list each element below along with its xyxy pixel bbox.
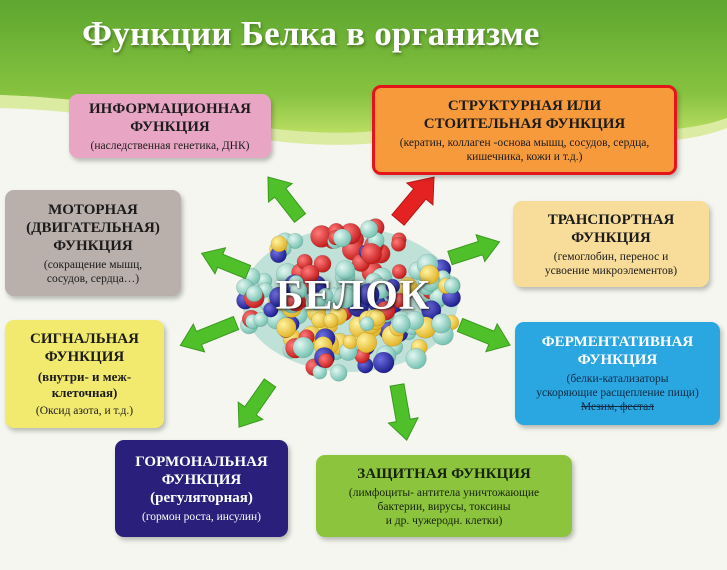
molecule-atom: [385, 278, 401, 294]
arrow-to-structural: [391, 176, 435, 226]
molecule-atom: [390, 236, 406, 252]
box-title: ЗАЩИТНАЯ ФУНКЦИЯ: [357, 465, 531, 482]
molecule-atom: [318, 353, 334, 369]
informational-function-box: ИНФОРМАЦИОННАЯ ФУНКЦИЯ (наследственная г…: [69, 94, 271, 158]
protein-molecule: [236, 218, 461, 382]
molecule-atom: [300, 264, 320, 284]
molecule-atom: [276, 317, 297, 338]
molecule-atom: [335, 260, 356, 281]
molecule-atom: [292, 336, 314, 359]
molecule-atom: [443, 277, 460, 294]
molecule-atom: [342, 334, 358, 350]
molecule-atom: [355, 332, 378, 354]
center-label: БЕЛОК: [275, 273, 431, 319]
box-description: (кератин, коллаген -основа мышц, сосудов…: [399, 136, 650, 163]
molecule-atom: [357, 283, 380, 306]
molecule-atom: [307, 292, 326, 311]
molecule-atom: [391, 314, 411, 334]
molecule-atom: [419, 264, 440, 285]
page-title: Функции Белка в организме: [82, 14, 540, 53]
box-subtitle: (внутри- и меж- клеточная): [37, 369, 132, 400]
molecule-atom: [330, 364, 348, 382]
molecule-atom: [245, 285, 263, 303]
box-description: (сокращение мышц, сосудов, сердца…): [43, 258, 143, 285]
box-description: (белки-катализаторы ускоряющие расщеплен…: [521, 372, 714, 414]
arrow-to-transport: [447, 234, 501, 266]
molecule-atom: [332, 228, 352, 248]
box-description: (гемоглобин, перенос и усвоение микроэле…: [544, 250, 678, 277]
box-description: (лимфоциты- антитела уничтожающие бактер…: [348, 486, 540, 527]
transport-function-box: ТРАНСПОРТНАЯ ФУНКЦИЯ (гемоглобин, перено…: [513, 201, 709, 287]
arrow-to-enzymatic: [456, 317, 511, 353]
molecule-atom: [263, 302, 279, 318]
molecule-atom: [323, 312, 339, 329]
box-title: МОТОРНАЯ (ДВИГАТЕЛЬНАЯ) ФУНКЦИЯ: [26, 201, 160, 254]
molecule-atom: [372, 351, 395, 374]
hormonal-function-box: ГОРМОНАЛЬНАЯ ФУНКЦИЯ (регуляторная) (гор…: [115, 440, 288, 537]
enzymatic-function-box: ФЕРМЕНТАТИВНАЯ ФУНКЦИЯ (белки-катализато…: [515, 322, 720, 425]
box-title: СТРУКТУРНАЯ ИЛИ СТОИТЕЛЬНАЯ ФУНКЦИЯ: [423, 97, 626, 132]
molecule-atom: [391, 264, 407, 280]
box-title: ТРАНСПОРТНАЯ ФУНКЦИЯ: [547, 211, 675, 246]
crossed-example: Мезим, фестал: [580, 401, 655, 413]
molecule-atom: [270, 235, 288, 253]
signal-function-box: СИГНАЛЬНАЯ ФУНКЦИЯ (внутри- и меж- клето…: [5, 320, 164, 428]
box-title: ФЕРМЕНТАТИВНАЯ ФУНКЦИЯ: [541, 334, 694, 368]
box-description: (Оксид азота, и т.д.): [35, 405, 134, 417]
arrow-to-hormonal: [237, 378, 277, 428]
arrow-to-informational: [267, 176, 307, 224]
molecule-atom: [289, 281, 308, 300]
box-title: ИНФОРМАЦИОННАЯ ФУНКЦИЯ: [89, 100, 251, 135]
protective-function-box: ЗАЩИТНАЯ ФУНКЦИЯ (лимфоциты- антитела ун…: [316, 455, 572, 537]
box-title: ГОРМОНАЛЬНАЯ ФУНКЦИЯ (регуляторная): [135, 454, 268, 506]
molecule-atom: [405, 348, 427, 370]
molecule-atom: [359, 316, 375, 332]
arrow-to-motor: [200, 247, 252, 280]
structural-function-box: СТРУКТУРНАЯ ИЛИ СТОИТЕЛЬНАЯ ФУНКЦИЯ (кер…: [372, 85, 677, 175]
molecule-atom: [287, 232, 304, 249]
molecule-atom: [313, 254, 332, 273]
molecule-atom: [431, 313, 452, 334]
box-description: (гормон роста, инсулин): [142, 511, 261, 523]
molecule-atom: [391, 292, 408, 309]
motor-function-box: МОТОРНАЯ (ДВИГАТЕЛЬНАЯ) ФУНКЦИЯ (сокраще…: [5, 190, 181, 296]
box-title: СИГНАЛЬНАЯ ФУНКЦИЯ: [30, 331, 139, 365]
box-description: (наследственная генетика, ДНК): [90, 139, 250, 152]
molecule-atom: [333, 286, 356, 309]
molecule-atom: [360, 220, 379, 239]
arrow-to-signal: [179, 315, 240, 353]
molecule-atom: [360, 243, 382, 265]
molecule-atom: [253, 312, 269, 327]
arrow-to-protective: [387, 383, 419, 441]
